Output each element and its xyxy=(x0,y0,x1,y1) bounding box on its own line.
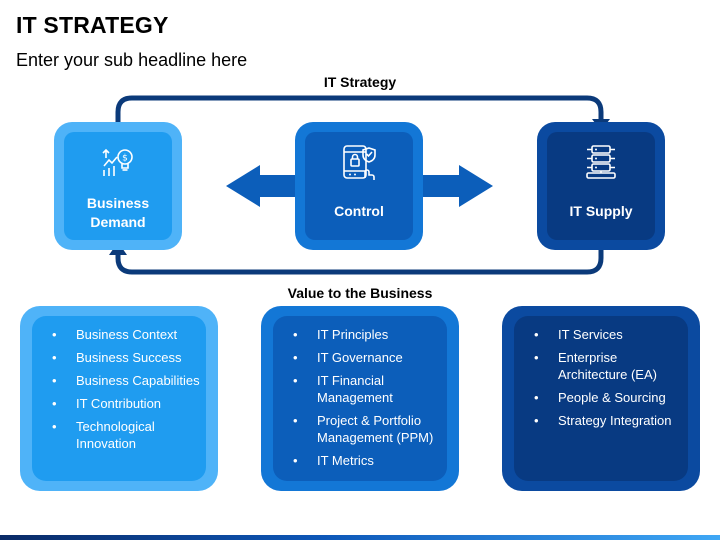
list-item: IT Metrics xyxy=(293,452,441,469)
left-arrow xyxy=(226,165,296,207)
top-loop-arrow xyxy=(115,95,604,122)
panel-list: Business Context Business Success Busine… xyxy=(52,326,200,452)
list-item: IT Financial Management xyxy=(293,372,441,406)
list-item: Business Capabilities xyxy=(52,372,200,389)
list-item: Technological Innovation xyxy=(52,418,200,452)
panel-list: IT Services Enterprise Architecture (EA)… xyxy=(534,326,682,429)
panel-it-supply: IT Services Enterprise Architecture (EA)… xyxy=(502,306,700,491)
svg-text:$: $ xyxy=(122,154,128,164)
list-item: IT Principles xyxy=(293,326,441,343)
panel-business-demand: Business Context Business Success Busine… xyxy=(20,306,218,491)
list-item: Project & Portfolio Management (PPM) xyxy=(293,412,441,446)
bottom-loop-arrow xyxy=(115,250,604,275)
bulb-growth-icon: $ xyxy=(102,148,133,176)
node-label: Control xyxy=(334,203,384,219)
list-item: IT Governance xyxy=(293,349,441,366)
list-item: IT Services xyxy=(534,326,682,343)
node-label: Business Demand xyxy=(87,194,149,232)
list-item: Strategy Integration xyxy=(534,412,682,429)
flow-bottom-label: Value to the Business xyxy=(287,285,433,301)
list-item: Enterprise Architecture (EA) xyxy=(534,349,682,383)
flow-top-label: IT Strategy xyxy=(323,74,397,90)
node-business-demand: $ Business Demand xyxy=(54,122,182,250)
node-control: Control xyxy=(295,122,423,250)
node-it-supply: IT Supply xyxy=(537,122,665,250)
node-label-line1: Business xyxy=(86,195,150,211)
tablet-lock-shield-icon xyxy=(343,145,376,180)
footer-accent-bar xyxy=(0,535,720,540)
panel-control: IT Principles IT Governance IT Financial… xyxy=(261,306,459,491)
page-subtitle: Enter your sub headline here xyxy=(16,50,248,70)
list-item: People & Sourcing xyxy=(534,389,682,406)
node-label: IT Supply xyxy=(569,203,633,219)
list-item: Business Context xyxy=(52,326,200,343)
page-title: IT STRATEGY xyxy=(16,12,169,38)
right-arrow xyxy=(423,165,493,207)
panel-list: IT Principles IT Governance IT Financial… xyxy=(293,326,441,469)
list-item: IT Contribution xyxy=(52,395,200,412)
server-rack-icon xyxy=(586,145,616,179)
node-label-line2: Demand xyxy=(90,214,146,230)
list-item: Business Success xyxy=(52,349,200,366)
